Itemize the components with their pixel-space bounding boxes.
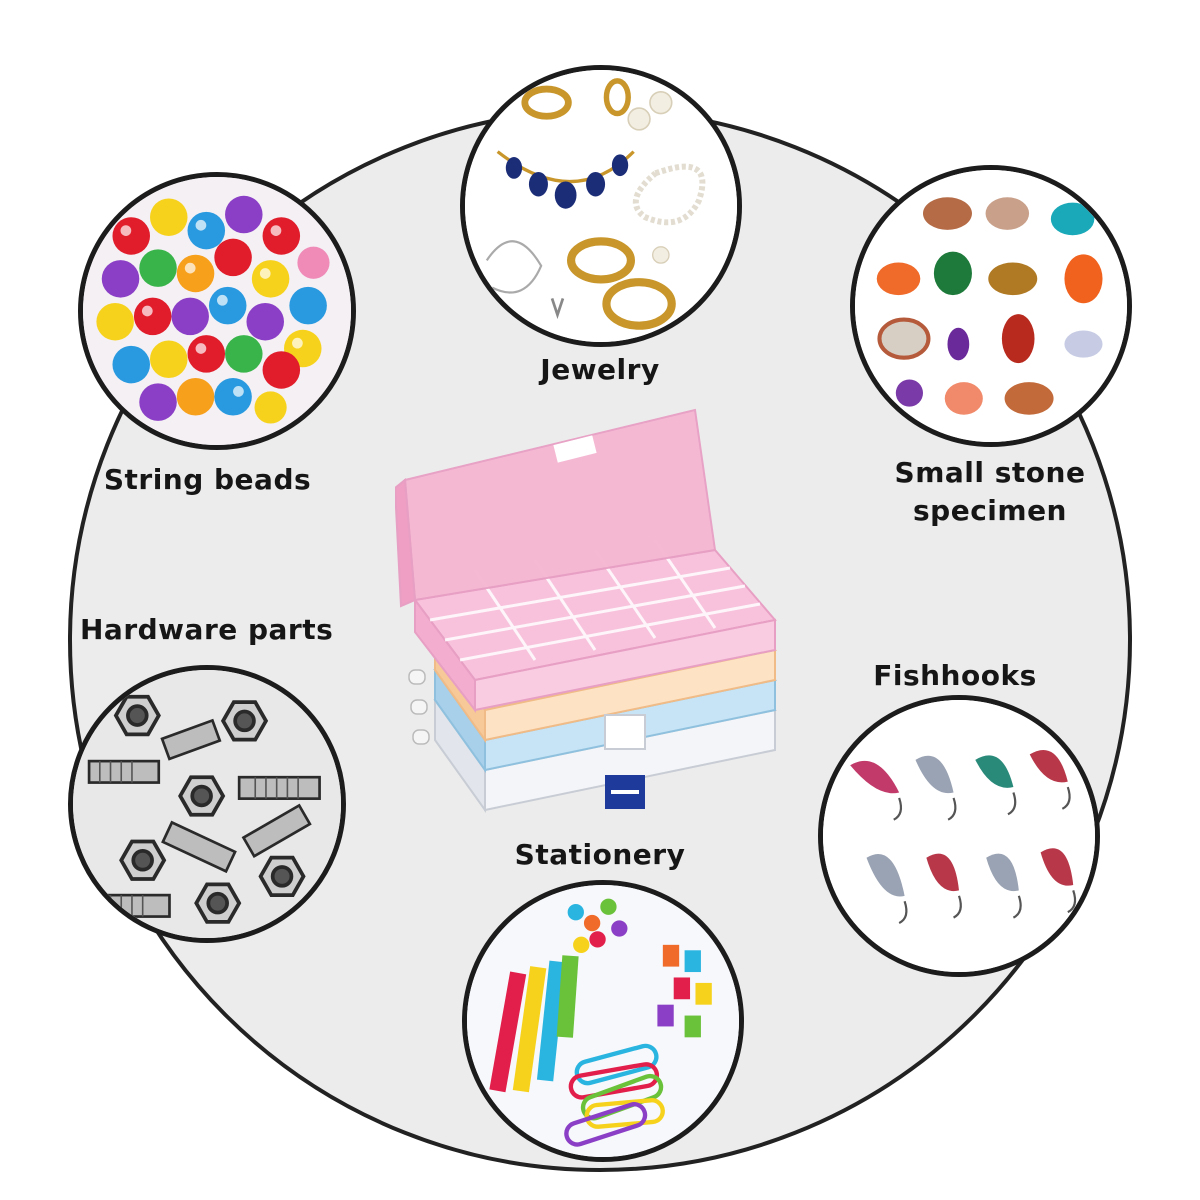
stationery-image xyxy=(462,880,744,1162)
jewelry-illustration xyxy=(465,70,737,342)
stones-illustration xyxy=(855,170,1127,442)
small-stone-label-line2: specimen xyxy=(913,494,1067,527)
jewelry-image xyxy=(460,65,742,347)
fishhooks-label: Fishhooks xyxy=(873,659,1037,692)
hardware-illustration xyxy=(73,670,341,938)
fishhooks-illustration xyxy=(823,700,1095,972)
organizer-box-stack xyxy=(393,370,815,840)
hardware-parts-label: Hardware parts xyxy=(80,613,334,646)
small-stone-label-line1: Small stone xyxy=(894,456,1086,489)
string-beads-label: String beads xyxy=(103,463,312,496)
beads-illustration xyxy=(83,177,351,445)
fishhooks-image xyxy=(818,695,1100,977)
stationery-label: Stationery xyxy=(514,838,686,871)
jewelry-label: Jewelry xyxy=(540,353,660,386)
hardware-parts-image xyxy=(68,665,346,943)
small-stone-image xyxy=(850,165,1132,447)
stationery-illustration xyxy=(467,885,739,1157)
organizer-boxes-illustration xyxy=(393,408,778,814)
string-beads-image xyxy=(78,172,356,450)
